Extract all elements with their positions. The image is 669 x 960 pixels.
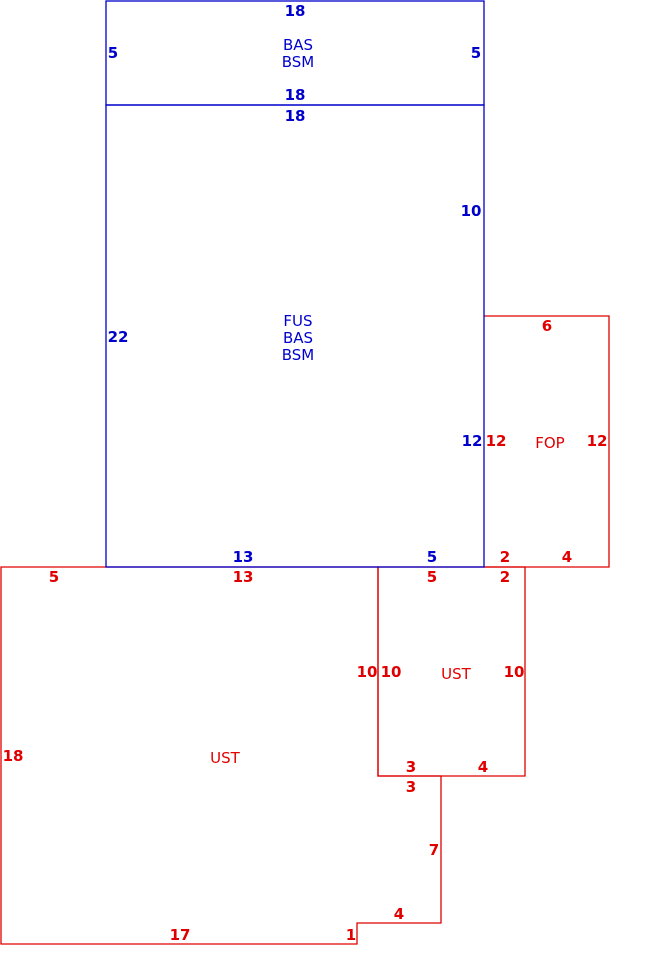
- dim-fop-bottom-left: 2: [500, 548, 510, 566]
- addition-outlines: [0, 315, 610, 945]
- bas-area-label-2: BAS: [283, 329, 313, 347]
- dim-fus-bottom-right: 5: [427, 548, 437, 566]
- dim-fop-right: 12: [587, 432, 608, 450]
- dim-bas-right: 5: [471, 44, 481, 62]
- dim-ust-large-top-left: 5: [49, 568, 59, 586]
- dim-ust-large-step: 1: [346, 926, 356, 944]
- dim-ust-large-right-lower: 7: [429, 841, 439, 859]
- dim-bas-bottom: 18: [285, 86, 306, 104]
- dim-ust-large-left: 18: [3, 747, 24, 765]
- bas-area-label: BAS: [283, 36, 313, 54]
- dim-ust-large-inner-right: 10: [357, 663, 378, 681]
- dim-ust-large-bottom: 17: [170, 926, 191, 944]
- main-outlines: [105, 0, 485, 568]
- dim-ust-small-left: 10: [381, 663, 402, 681]
- ust-small-area-label: UST: [441, 665, 472, 683]
- dim-ust-large-notch: 3: [406, 778, 416, 796]
- bsm-area-label: BSM: [282, 53, 315, 71]
- bsm-area-label-2: BSM: [282, 346, 315, 364]
- dim-ust-large-top-mid: 13: [233, 568, 254, 586]
- dim-fus-left: 22: [108, 328, 129, 346]
- dim-fus-right-upper: 10: [461, 202, 482, 220]
- fop-outline: [484, 315, 610, 568]
- dim-ust-small-bottom-right: 4: [478, 758, 488, 776]
- dim-ust-small-top-left: 5: [427, 568, 437, 586]
- dim-fus-right-lower: 12: [462, 432, 483, 450]
- dim-ust-small-right: 10: [504, 663, 525, 681]
- dim-fus-bottom-left: 13: [233, 548, 254, 566]
- fus-area-label: FUS: [283, 312, 312, 330]
- dim-bas-top: 18: [285, 2, 306, 20]
- fus-bas-bsm-outline: [105, 104, 485, 568]
- ust-large-area-label: UST: [210, 749, 241, 767]
- dim-ust-small-bottom-left: 3: [406, 758, 416, 776]
- dim-ust-small-top-right: 2: [500, 568, 510, 586]
- dim-fus-top: 18: [285, 107, 306, 125]
- dim-fop-top: 6: [542, 317, 552, 335]
- ust-large-outline: [0, 566, 442, 945]
- dim-bas-left: 5: [108, 44, 118, 62]
- dim-fop-left: 12: [486, 432, 507, 450]
- fop-area-label: FOP: [535, 434, 564, 452]
- dim-fop-bottom-right: 4: [562, 548, 572, 566]
- dim-ust-large-step-top: 4: [394, 905, 404, 923]
